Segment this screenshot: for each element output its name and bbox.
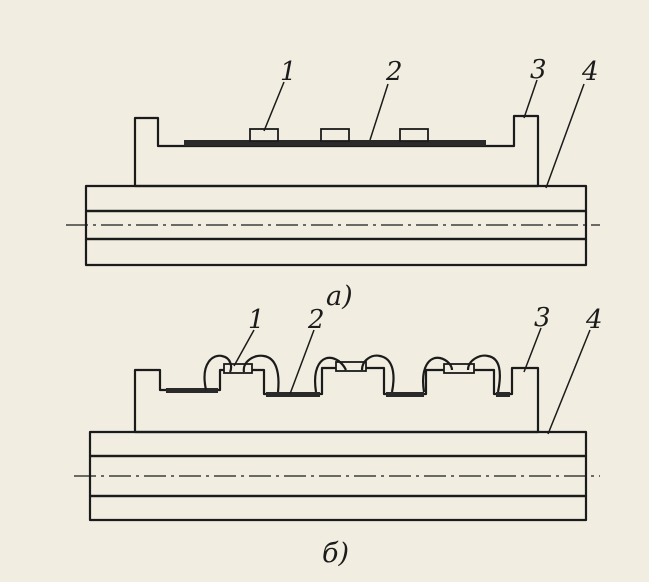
lead-b-3	[314, 356, 347, 393]
caption-b: б)	[322, 538, 349, 569]
substrate-body-b	[133, 366, 540, 434]
film-b-4	[496, 392, 510, 397]
caption-a: а)	[326, 281, 353, 312]
figure-a: 1 2 3 4 а)	[66, 55, 600, 312]
pad-b-1	[223, 363, 253, 374]
tube-top-wall-a	[84, 184, 588, 213]
pad-a-3	[399, 128, 429, 142]
film-b-1	[166, 388, 218, 393]
lead-b-6	[466, 354, 501, 393]
pad-b-3	[443, 363, 475, 374]
film-layer-a	[184, 140, 486, 146]
tube-bore-a	[84, 209, 588, 241]
substrate-body-a	[133, 114, 540, 188]
label-4-a: 4	[581, 57, 599, 87]
lead-b-5	[422, 356, 454, 393]
label-1-a: 1	[280, 57, 297, 87]
label-3-b: 3	[534, 303, 551, 333]
tube-top-wall-b	[88, 430, 588, 458]
lead-b-1	[203, 354, 233, 391]
lead-b-2	[242, 354, 280, 393]
pad-b-2	[335, 361, 367, 372]
tube-bottom-wall-a	[84, 237, 588, 267]
lead-b-4	[360, 354, 395, 393]
tube-bottom-wall-b	[88, 494, 588, 522]
pad-a-1	[249, 128, 279, 142]
label-1-b: 1	[248, 305, 265, 335]
pad-a-2	[320, 128, 350, 142]
label-4-b: 4	[585, 305, 603, 335]
label-3-a: 3	[530, 55, 547, 85]
label-2-b: 2	[307, 305, 325, 335]
label-2-a: 2	[385, 57, 403, 87]
figure-b: 1 2 3 4 б)	[74, 303, 603, 569]
film-b-3	[386, 392, 424, 397]
film-b-2	[266, 392, 320, 397]
